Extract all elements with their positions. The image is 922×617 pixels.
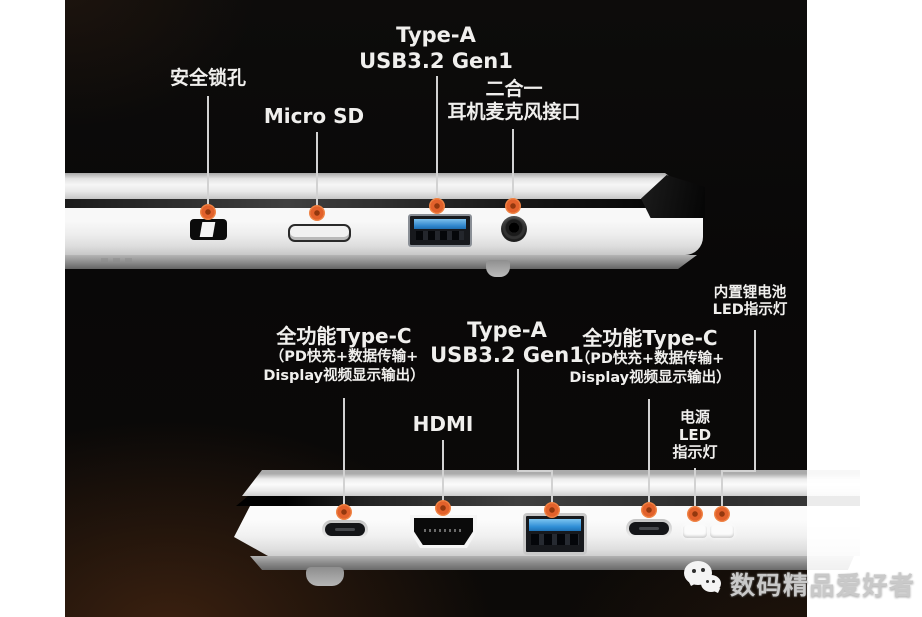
- watermark-text: 数码精品爱好者: [730, 571, 916, 600]
- hdmi-contacts: [424, 529, 463, 532]
- marker-dot-security-lock: [200, 204, 216, 220]
- callout-line: [442, 440, 444, 502]
- label-title: 全功能Type-C: [582, 326, 718, 350]
- callout-line: [754, 330, 756, 472]
- label-usb-c-right: 全功能Type-C （PD快充+数据传输+ Display视频显示输出）: [569, 326, 730, 388]
- laptop-lid-gap: [65, 199, 699, 208]
- label-line: 内置锂电池: [713, 285, 787, 301]
- usb-c-tongue: [639, 527, 659, 530]
- right-white-margin: [807, 0, 922, 617]
- callout-line: [512, 129, 514, 200]
- callout-line: [648, 399, 650, 504]
- marker-dot-battery-led: [714, 506, 730, 522]
- laptop-base-edge: [65, 208, 703, 255]
- rubber-foot: [486, 260, 510, 277]
- callout-line: [436, 76, 438, 200]
- label-line: LED指示灯: [712, 302, 788, 318]
- usb-a-port: [408, 214, 472, 247]
- label-subtitle: Display视频显示输出）: [263, 368, 425, 384]
- label-line: USB3.2 Gen1: [430, 343, 584, 367]
- marker-dot-micro-sd: [309, 205, 325, 221]
- usb-a-contacts: [416, 231, 464, 240]
- usb-a-tongue: [414, 219, 466, 229]
- micro-sd-slot: [288, 224, 351, 242]
- marker-dot-hdmi: [435, 500, 451, 516]
- battery-led: [710, 525, 734, 538]
- wechat-eye: [701, 568, 705, 572]
- watermark: 数码精品爱好者: [684, 556, 914, 604]
- label-line: Type-A: [467, 318, 547, 342]
- label-usb-a-top: Type-A USB3.2 Gen1: [359, 22, 513, 74]
- label-power-led: 电源 LED 指示灯: [672, 408, 718, 462]
- usb-a-contacts: [531, 534, 579, 545]
- label-line: 电源: [679, 408, 711, 426]
- usb-a-port: [523, 513, 587, 555]
- laptop-lid-edge: [65, 173, 693, 199]
- marker-dot-usb-a-bottom: [544, 502, 560, 518]
- callout-line: [721, 470, 756, 472]
- wechat-bubble-tail: [712, 587, 724, 599]
- label-subtitle: Display视频显示输出）: [569, 370, 731, 386]
- label-subtitle: （PD快充+数据传输+: [575, 351, 725, 367]
- label-title: 全功能Type-C: [276, 324, 412, 348]
- marker-dot-usb-c-left: [336, 504, 352, 520]
- callout-line: [551, 470, 553, 504]
- label-line: USB3.2 Gen1: [359, 49, 513, 73]
- security-lock-slot: [190, 219, 227, 240]
- laptop-underside: [65, 255, 697, 269]
- regulatory-marks: [101, 258, 137, 262]
- wechat-eye: [692, 569, 696, 573]
- label-battery-led: 内置锂电池 LED指示灯: [713, 285, 788, 319]
- wechat-eye: [712, 580, 715, 583]
- label-hdmi: HDMI: [412, 412, 474, 436]
- label-audio-combo: 二合一 耳机麦克风接口: [447, 78, 580, 124]
- usb-c-port-right: [626, 519, 672, 538]
- marker-dot-usb-a-top: [429, 198, 445, 214]
- callout-line: [721, 470, 723, 508]
- lock-slot-notch: [199, 222, 216, 237]
- usb-c-tongue: [335, 528, 355, 531]
- rubber-foot: [306, 567, 344, 586]
- label-line: LED: [678, 425, 712, 444]
- laptop-side-view-top: [65, 170, 705, 282]
- callout-line: [517, 470, 553, 472]
- usb-c-port-left: [322, 520, 368, 539]
- wechat-icon: [684, 558, 728, 602]
- hdmi-port: [410, 515, 477, 548]
- label-usb-c-left: 全功能Type-C （PD快充+数据传输+ Display视频显示输出）: [263, 324, 424, 386]
- callout-line: [343, 398, 345, 506]
- wechat-eye: [706, 580, 709, 583]
- callout-line: [694, 468, 696, 509]
- marker-dot-headphone-jack: [505, 198, 521, 214]
- power-led: [683, 525, 707, 538]
- callout-line: [316, 132, 318, 207]
- label-micro-sd: Micro SD: [263, 104, 365, 128]
- label-line: 耳机麦克风接口: [447, 101, 581, 123]
- wechat-bubble-small: [701, 575, 721, 592]
- laptop-lid-gap: [236, 496, 860, 506]
- marker-dot-power-led: [687, 506, 703, 522]
- label-line: 指示灯: [672, 443, 718, 461]
- label-subtitle: （PD快充+数据传输+: [269, 349, 419, 365]
- headphone-jack: [501, 216, 527, 242]
- label-security-lock: 安全锁孔: [169, 67, 247, 89]
- callout-line: [517, 369, 519, 472]
- usb-a-tongue: [529, 519, 581, 531]
- marker-dot-usb-c-right: [641, 502, 657, 518]
- label-usb-a-bottom: Type-A USB3.2 Gen1: [430, 318, 584, 368]
- label-line: Type-A: [396, 23, 476, 47]
- label-line: 二合一: [485, 78, 543, 100]
- wechat-bubble-tail: [685, 580, 697, 592]
- callout-line: [207, 96, 209, 206]
